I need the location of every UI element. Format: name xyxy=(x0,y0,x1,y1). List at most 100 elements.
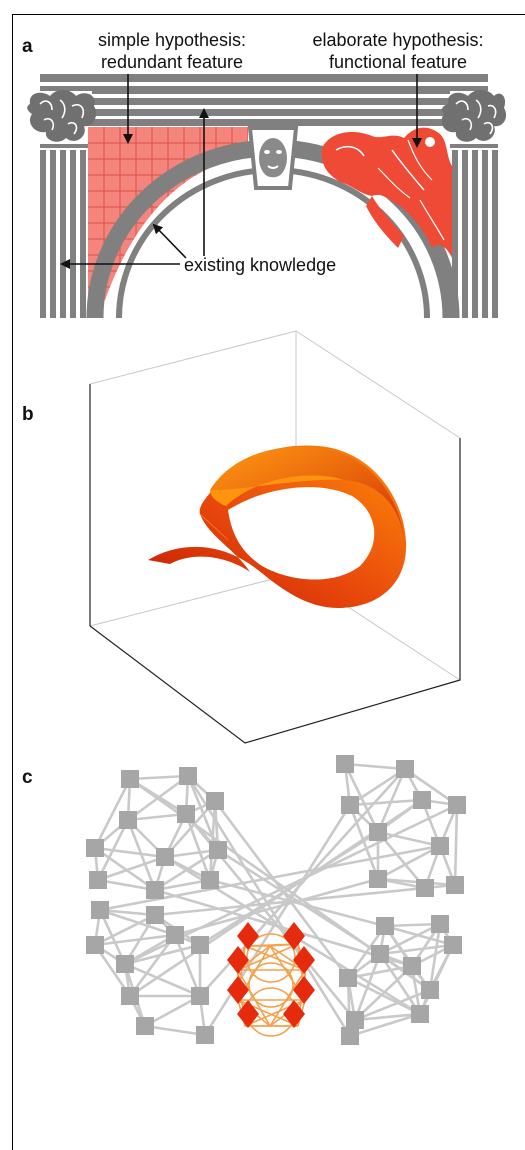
network-edge xyxy=(453,804,459,886)
network-node xyxy=(156,848,174,866)
network-node xyxy=(416,879,434,897)
network-node xyxy=(136,1017,154,1035)
network-edge xyxy=(144,1024,206,1037)
entablature xyxy=(40,74,488,126)
network-node xyxy=(191,987,209,1005)
network-node xyxy=(119,811,137,829)
network-node xyxy=(146,906,164,924)
network-edge xyxy=(349,798,423,807)
core-node xyxy=(237,1000,259,1028)
left-column xyxy=(27,86,97,318)
network-node xyxy=(116,955,134,973)
network-node xyxy=(396,760,414,778)
network-edges xyxy=(93,762,459,1038)
network-node xyxy=(403,957,421,975)
network-edge xyxy=(94,913,156,947)
network-edge xyxy=(384,922,441,928)
network-edge xyxy=(186,775,352,1037)
network-edge xyxy=(173,934,202,997)
network-node xyxy=(341,1027,359,1045)
network-edge xyxy=(349,1012,421,1038)
network-node xyxy=(86,936,104,954)
figure-frame-left xyxy=(12,14,13,1150)
core-node xyxy=(293,946,315,974)
core-node xyxy=(227,946,249,974)
network-edge xyxy=(124,962,201,998)
network-edge xyxy=(208,800,217,881)
panel-c-letter: c xyxy=(22,767,33,788)
network-node xyxy=(121,770,139,788)
core-ring xyxy=(248,962,294,1008)
figure-frame-top xyxy=(12,14,525,15)
label-simple-hypothesis-line1: simple hypothesis: xyxy=(98,30,246,50)
panel-c-network xyxy=(86,755,466,1045)
network-edge xyxy=(354,988,431,1022)
network-node xyxy=(413,791,431,809)
network-edge xyxy=(184,813,212,881)
label-simple-hypothesis-line2: redundant feature xyxy=(101,52,243,72)
panel-a-arch-illustration: simple hypothesis: redundant feature ela… xyxy=(27,30,507,319)
network-node xyxy=(421,981,439,999)
network-node xyxy=(177,805,195,823)
network-edge xyxy=(377,844,441,881)
network-node xyxy=(91,901,109,919)
core-node xyxy=(237,922,259,950)
label-elaborate-hypothesis-line2: functional feature xyxy=(329,52,467,72)
panel-b-letter: b xyxy=(22,404,34,425)
functional-feature-figure xyxy=(321,127,454,262)
panel-a-arrows xyxy=(60,74,422,269)
network-edge xyxy=(377,830,441,848)
network-edge xyxy=(203,804,352,1036)
mobius-surface xyxy=(148,445,407,608)
network-edge xyxy=(129,774,189,781)
network-node xyxy=(206,792,224,810)
panel-b-mobius-strip xyxy=(89,330,461,744)
network-node xyxy=(376,917,394,935)
network-edge xyxy=(154,878,211,892)
network-node xyxy=(448,796,466,814)
network-node xyxy=(341,796,359,814)
network-edge xyxy=(164,800,216,858)
network-edge xyxy=(97,878,156,892)
network-node xyxy=(369,870,387,888)
network-edge xyxy=(378,953,422,1015)
network-node xyxy=(196,1026,214,1044)
network-node xyxy=(444,936,462,954)
network-edge xyxy=(354,1012,421,1022)
core-node xyxy=(293,976,315,1004)
network-edge xyxy=(154,886,426,917)
network-node xyxy=(446,876,464,894)
network-edge xyxy=(209,878,386,928)
network-node xyxy=(336,755,354,773)
network-node xyxy=(431,837,449,855)
network-edge xyxy=(144,994,201,1028)
network-node xyxy=(339,969,357,987)
network-node xyxy=(166,926,184,944)
core-nodes xyxy=(227,922,315,1028)
panel-a-letter: a xyxy=(22,36,33,57)
keystone-face xyxy=(247,126,299,190)
label-elaborate-hypothesis-line1: elaborate hypothesis: xyxy=(312,30,483,50)
network-edge xyxy=(94,933,176,947)
network-edge xyxy=(349,767,406,807)
bounding-box-3d-front xyxy=(89,384,461,744)
network-nodes xyxy=(86,755,466,1045)
network-edge xyxy=(428,923,442,991)
right-column xyxy=(441,86,507,318)
network-node xyxy=(369,823,387,841)
network-node xyxy=(201,871,219,889)
network-edge xyxy=(376,768,407,833)
network-node xyxy=(346,1011,364,1029)
network-edge xyxy=(94,846,156,892)
network-node xyxy=(191,936,209,954)
network-edge xyxy=(93,778,132,849)
network-edge xyxy=(99,908,156,917)
network-edge xyxy=(344,762,406,771)
network-edge xyxy=(377,831,426,889)
network-edge xyxy=(128,934,177,997)
network-node xyxy=(89,871,107,889)
label-existing-knowledge: existing knowledge xyxy=(184,255,336,275)
network-node xyxy=(146,881,164,899)
network-node xyxy=(371,945,389,963)
